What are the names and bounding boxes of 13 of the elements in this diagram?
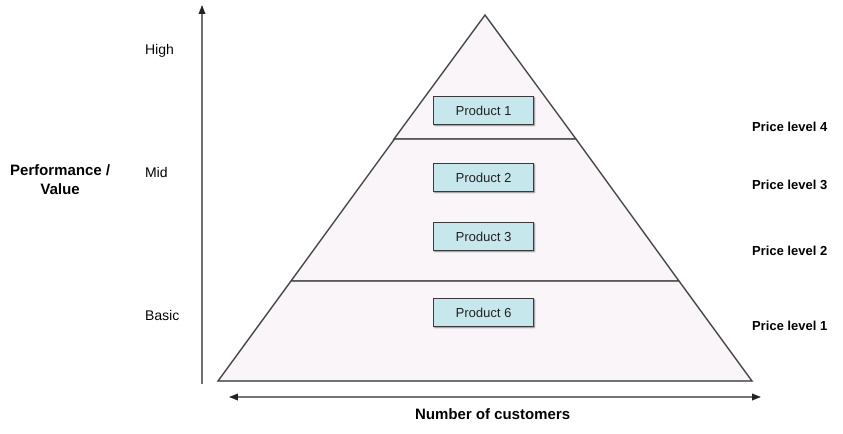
axis-label: Performance / Value	[8, 162, 112, 200]
product-box: Product 1	[433, 96, 534, 125]
axis-label: Number of customers	[415, 406, 570, 425]
axis-label: Mid	[145, 164, 168, 182]
axis-label: Basic	[145, 307, 180, 324]
axis-label: Price level 3	[752, 177, 828, 194]
axis-label: Price level 4	[752, 119, 828, 136]
axis-label: Price level 2	[752, 243, 828, 260]
product-box: Product 6	[433, 298, 534, 327]
product-box: Product 2	[433, 163, 534, 192]
axis-label: High	[145, 41, 174, 58]
axis-label: Price level 1	[752, 318, 828, 334]
product-box: Product 3	[433, 222, 534, 251]
